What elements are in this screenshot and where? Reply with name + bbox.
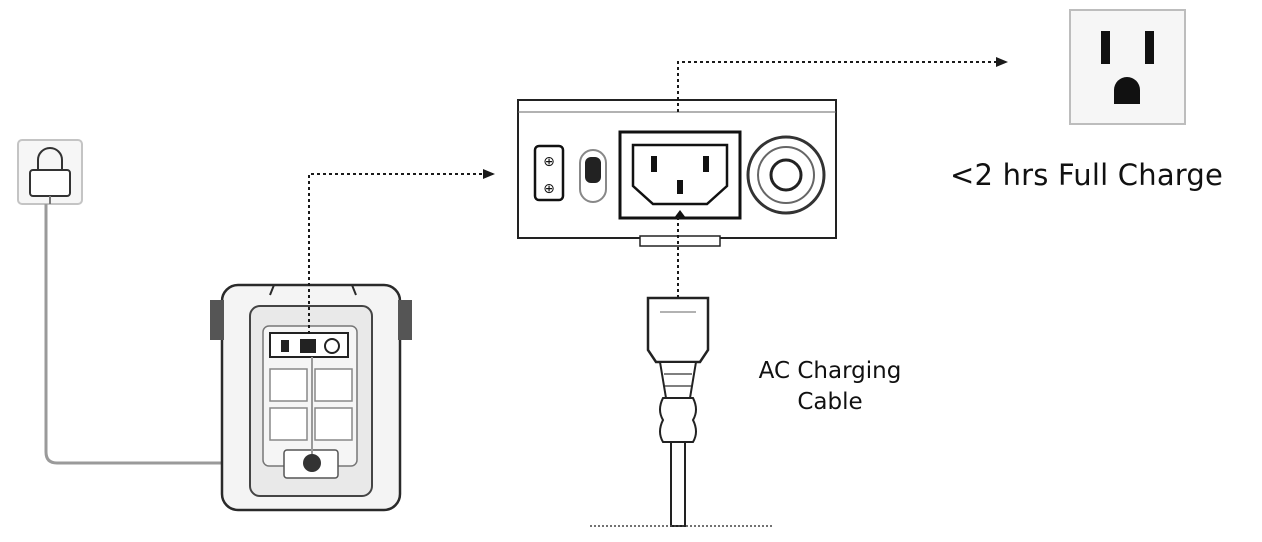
ac-input-panel-icon: ⊕ ⊕ xyxy=(517,99,837,247)
adapter-cable xyxy=(44,204,298,465)
dotted-connector-to-panel xyxy=(308,169,495,334)
svg-text:⊕: ⊕ xyxy=(543,181,555,197)
ac-power-plug-icon xyxy=(590,296,772,527)
ac-charging-cable-label: AC Charging Cable xyxy=(735,356,925,418)
charge-time-label: <2 hrs Full Charge xyxy=(950,158,1224,192)
ac-adapter-plug-icon xyxy=(17,139,83,205)
power-station-icon xyxy=(210,283,412,512)
svg-text:⊕: ⊕ xyxy=(543,154,555,170)
cable-label-line1: AC Charging xyxy=(758,358,902,384)
dotted-connector-to-outlet xyxy=(677,57,1008,112)
cable-label-line2: Cable xyxy=(797,389,863,415)
wall-outlet-icon xyxy=(1069,9,1186,125)
